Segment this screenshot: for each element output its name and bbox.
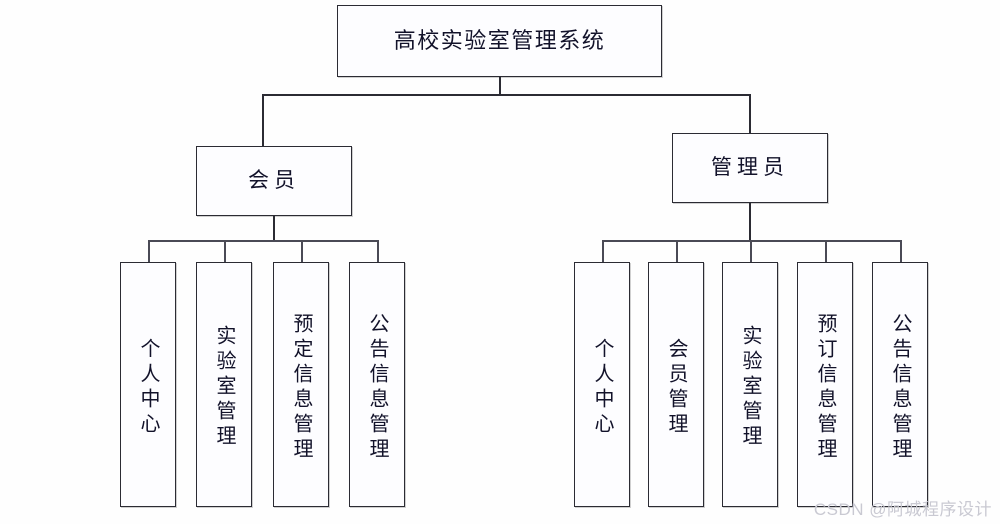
node-admin-personal-center[interactable]: 个人中心 bbox=[574, 262, 630, 507]
csdn-watermark: CSDN @阿城程序设计 bbox=[813, 500, 992, 519]
connector-admin-child-1 bbox=[602, 240, 604, 262]
connector-member-child-4 bbox=[377, 240, 379, 262]
node-label: 个人中心 bbox=[591, 337, 613, 438]
connector-root-trunk bbox=[499, 77, 501, 95]
node-admin-member-management[interactable]: 会员管理 bbox=[648, 262, 704, 507]
node-label: 公告信息管理 bbox=[889, 312, 911, 463]
connector-admin-child-2 bbox=[676, 240, 678, 262]
node-admin[interactable]: 管理员 bbox=[672, 133, 828, 203]
connector-admin-child-4 bbox=[825, 240, 827, 262]
connector-member-stem bbox=[273, 215, 275, 241]
connector-admin-child-3 bbox=[750, 240, 752, 262]
node-member[interactable]: 会员 bbox=[196, 146, 352, 216]
node-label: 个人中心 bbox=[137, 337, 159, 438]
node-label: 预订信息管理 bbox=[814, 312, 836, 463]
connector-member-child-1 bbox=[148, 240, 150, 262]
node-label: 会员管理 bbox=[665, 337, 687, 438]
connector-member-child-2 bbox=[224, 240, 226, 262]
node-member-lab-management[interactable]: 实验室管理 bbox=[196, 262, 252, 507]
node-member-label: 会员 bbox=[248, 168, 300, 193]
node-label: 预定信息管理 bbox=[290, 312, 312, 463]
node-root-system[interactable]: 高校实验室管理系统 bbox=[337, 5, 662, 77]
node-label: 实验室管理 bbox=[739, 325, 761, 450]
node-member-personal-center[interactable]: 个人中心 bbox=[120, 262, 176, 507]
connector-level2-bus bbox=[262, 94, 751, 96]
node-admin-lab-management[interactable]: 实验室管理 bbox=[722, 262, 778, 507]
connector-member-child-3 bbox=[301, 240, 303, 262]
connector-member-bus bbox=[148, 240, 378, 242]
connector-admin-child-5 bbox=[900, 240, 902, 262]
connector-to-member bbox=[262, 94, 264, 146]
node-admin-booking-info-management[interactable]: 预订信息管理 bbox=[797, 262, 853, 507]
node-member-announcement-info-management[interactable]: 公告信息管理 bbox=[349, 262, 405, 507]
node-label: 实验室管理 bbox=[213, 325, 235, 450]
node-member-reservation-info-management[interactable]: 预定信息管理 bbox=[273, 262, 329, 507]
node-admin-label: 管理员 bbox=[711, 155, 789, 180]
node-admin-announcement-info-management[interactable]: 公告信息管理 bbox=[872, 262, 928, 507]
node-root-label: 高校实验室管理系统 bbox=[393, 27, 606, 53]
node-label: 公告信息管理 bbox=[366, 312, 388, 463]
connector-admin-stem bbox=[749, 203, 751, 241]
connector-to-admin bbox=[749, 94, 751, 133]
